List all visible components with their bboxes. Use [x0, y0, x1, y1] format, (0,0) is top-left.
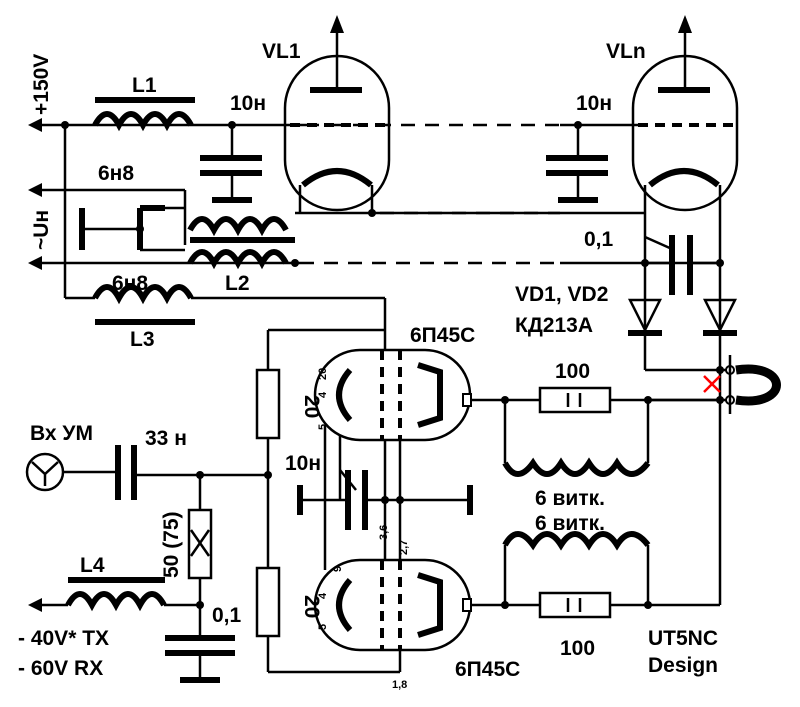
resistor-50 — [187, 475, 213, 638]
tube-6p45s-bot — [313, 558, 500, 652]
arrow-icon — [330, 15, 344, 33]
input-source — [25, 445, 272, 500]
label-input: Вх УМ — [30, 422, 93, 445]
pin-20: 20 — [317, 368, 329, 380]
capacitor-cn — [546, 121, 608, 203]
label-design-1: UT5NC — [648, 627, 718, 650]
arrow-icon — [28, 118, 42, 132]
label-c-6n8-top: 6н8 — [98, 162, 134, 185]
label-r20-top: 20 — [300, 395, 323, 418]
inductor-l4 — [28, 577, 200, 612]
inductor-l3 — [65, 284, 387, 325]
label-c10n-mid: 10н — [285, 452, 321, 475]
resistor-20-top — [255, 328, 385, 475]
capacitor-0-1-bot — [165, 635, 235, 683]
capacitor-10n-mid — [297, 469, 473, 530]
tube-6p45s-top — [313, 348, 500, 442]
label-plus150: +150V — [30, 54, 53, 115]
pin-4: 4 — [317, 592, 329, 599]
label-turns-bot: 6 витк. — [535, 512, 605, 535]
label-tube-bot: 6П45С — [455, 658, 520, 681]
heater-filter — [79, 190, 187, 252]
resistor-20-bot — [255, 475, 281, 672]
pin-36: 3,6 — [378, 525, 390, 540]
label-r20-bot: 20 — [300, 595, 323, 618]
label-v-tx: - 40V* TX — [18, 627, 109, 650]
label-r50: 50 (75) — [160, 511, 183, 578]
arrow-icon — [28, 183, 42, 197]
label-l3: L3 — [130, 328, 155, 351]
label-l4: L4 — [80, 554, 105, 577]
tube-vl1 — [283, 15, 391, 213]
pin-4b: 4 — [317, 391, 329, 398]
label-l2: L2 — [225, 272, 250, 295]
label-c33: 33 н — [145, 427, 187, 450]
label-r-top: 100 — [555, 360, 590, 383]
tube-vln — [631, 15, 739, 400]
arrow-icon — [28, 256, 42, 270]
inductor-l1 — [92, 97, 195, 132]
pin-5b: 5 — [317, 424, 329, 430]
label-c1: 10н — [230, 92, 266, 115]
supply-rails — [28, 118, 645, 298]
label-l1: L1 — [132, 74, 157, 97]
label-tube-top: 6П45С — [410, 324, 475, 347]
open-link-mark — [703, 375, 721, 393]
pin-5: 5 — [317, 624, 329, 630]
label-uh: ~Uн — [30, 210, 53, 250]
label-vl1: VL1 — [262, 40, 301, 63]
capacitor-0-1-top — [641, 235, 724, 295]
plate-network-bot — [500, 531, 720, 619]
label-turns-top: 6 витк. — [535, 487, 605, 510]
label-diodes: VD1, VD2 — [515, 283, 608, 306]
label-c-01-top: 0,1 — [584, 228, 614, 251]
pin-27: 2,7 — [398, 540, 410, 555]
label-r-bot: 100 — [560, 637, 595, 660]
label-cn: 10н — [576, 92, 612, 115]
capacitor-c1 — [200, 121, 262, 203]
arrow-icon — [678, 15, 692, 33]
label-c-6n8-bot: 6н8 — [112, 272, 148, 295]
diodes-vd1-vd2 — [627, 298, 738, 336]
label-vln: VLn — [606, 40, 646, 63]
label-design-2: Design — [648, 654, 718, 677]
label-v-rx: - 60V RX — [18, 657, 103, 680]
jumper-loop — [645, 355, 781, 414]
pin-9: 9 — [332, 566, 344, 572]
inductor-l2 — [187, 216, 295, 270]
label-diode-type: КД213А — [515, 314, 593, 337]
arrow-icon — [28, 598, 42, 612]
pin-18: 1,8 — [392, 679, 407, 691]
plate-network-top — [500, 386, 720, 477]
label-c-01-bot: 0,1 — [212, 604, 242, 627]
